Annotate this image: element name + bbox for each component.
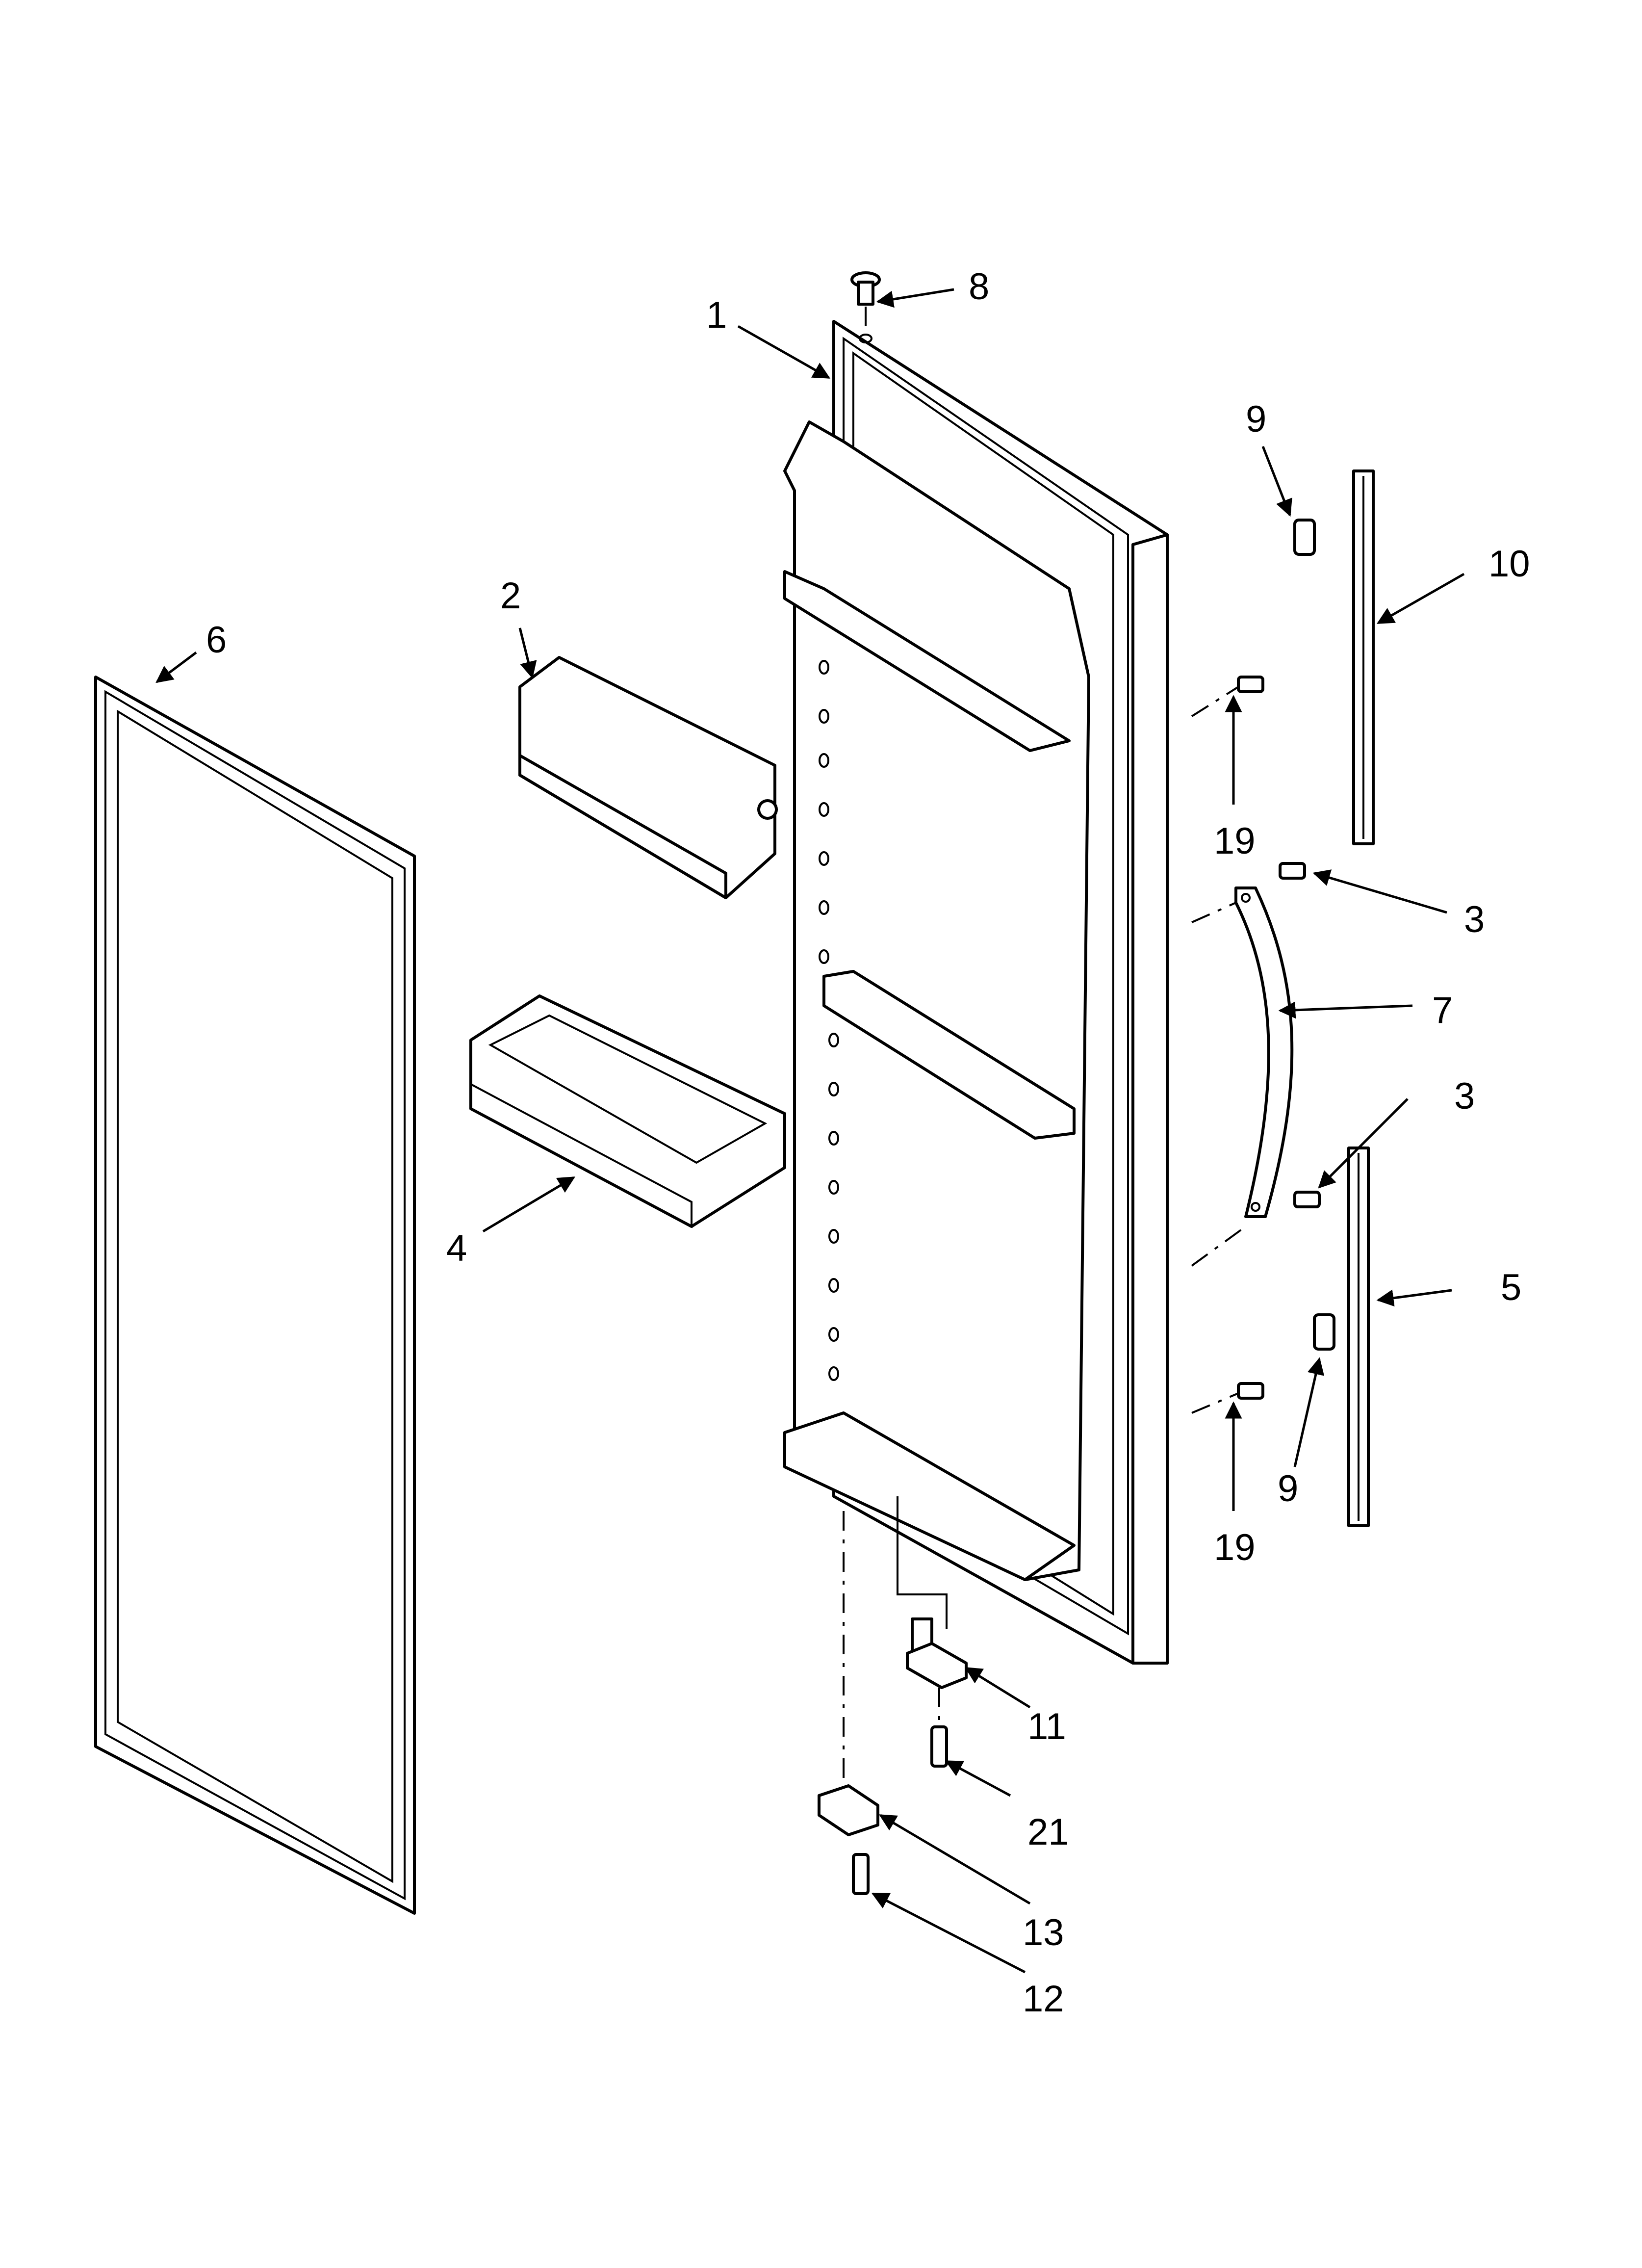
- callout-7: 7: [1432, 990, 1453, 1031]
- callout-10: 10: [1488, 543, 1530, 585]
- upper-trim: [1352, 469, 1375, 845]
- callout-1: 1: [706, 294, 727, 336]
- door-handle: [1191, 886, 1294, 1267]
- hinge-block: [818, 1511, 879, 1836]
- callout-5: 5: [1501, 1267, 1521, 1308]
- callout-4: 4: [446, 1227, 467, 1269]
- callout-8: 8: [969, 266, 989, 308]
- door-gasket: [94, 676, 416, 1915]
- screw-12: [852, 1853, 870, 1895]
- top-plug: [850, 271, 881, 343]
- callout-6: 6: [206, 619, 227, 661]
- leader-lines: [155, 288, 1465, 1974]
- callout-9-lower: 9: [1278, 1468, 1298, 1510]
- callout-13: 13: [1023, 1912, 1064, 1954]
- screw-3-upper: [1279, 862, 1306, 880]
- callout-19-upper: 19: [1214, 820, 1256, 862]
- callout-19-lower: 19: [1214, 1527, 1256, 1568]
- lower-trim: [1347, 1147, 1370, 1527]
- trim-clip-lower: [1313, 1313, 1335, 1351]
- trim-clip-upper: [1293, 519, 1316, 556]
- screw-3-lower: [1293, 1191, 1321, 1208]
- liner-holes: [819, 660, 839, 1381]
- callout-2: 2: [500, 575, 521, 617]
- screw-21: [930, 1688, 948, 1768]
- screw-19-upper: [1191, 676, 1264, 717]
- dairy-door: [518, 656, 778, 899]
- callout-labels: 1 2 3 3 4 5 6 7 8 9 9 10 11 12 13 19 19 …: [206, 266, 1530, 2020]
- callout-9-upper: 9: [1246, 398, 1266, 440]
- callout-3-upper: 3: [1464, 899, 1485, 940]
- callout-3-lower: 3: [1454, 1075, 1475, 1117]
- screw-19-lower: [1191, 1382, 1264, 1414]
- callout-21: 21: [1027, 1811, 1069, 1853]
- callout-11: 11: [1027, 1706, 1066, 1747]
- callout-12: 12: [1023, 1978, 1064, 2020]
- door-liner: [783, 320, 1169, 1665]
- hinge-pin-bracket: [906, 1617, 968, 1689]
- door-bin: [469, 994, 786, 1228]
